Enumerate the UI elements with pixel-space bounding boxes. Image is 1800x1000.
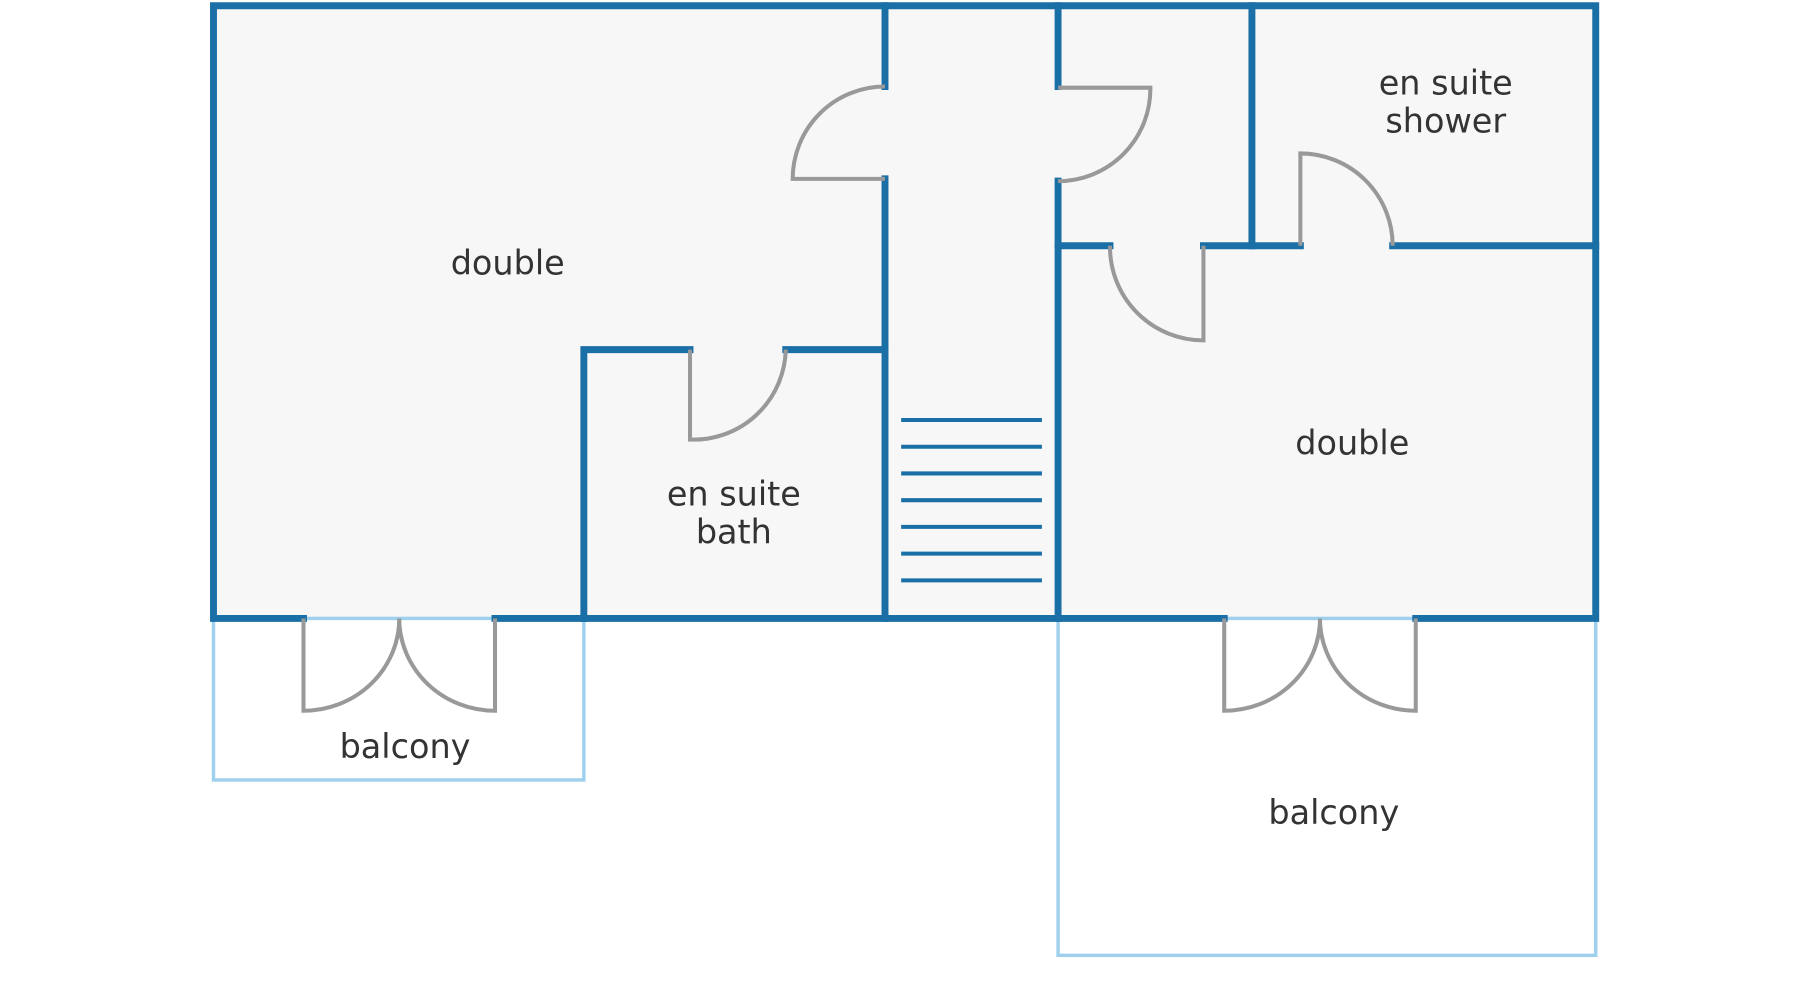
room-label-en-suite-shower-1: en suite [1379, 64, 1513, 103]
room-label-double-left: double [451, 244, 565, 283]
door-balcony-left-b [397, 618, 498, 713]
walls [210, 2, 1600, 622]
room-label-en-suite-bath-2: bath [696, 512, 772, 551]
door-balcony-right-b [1317, 618, 1418, 713]
door-double-left [790, 84, 886, 181]
room-label-double-right: double [1295, 424, 1409, 463]
room-label-en-suite-shower-2: shower [1385, 102, 1506, 141]
door-double-right-top [1058, 85, 1153, 184]
door-balcony-left-a [301, 618, 402, 713]
door-double-right [1107, 245, 1206, 343]
doors [301, 84, 1418, 713]
door-balcony-right-a [1222, 618, 1323, 713]
floor-area [213, 5, 1596, 619]
room-label-balcony-right: balcony [1268, 793, 1399, 832]
door-en-suite-shower [1298, 151, 1395, 246]
door-en-suite-bath [687, 349, 788, 442]
room-label-balcony-left: balcony [340, 727, 471, 766]
room-label-en-suite-bath-1: en suite [667, 474, 801, 513]
staircase [901, 417, 1042, 583]
balcony-right [1056, 616, 1598, 958]
